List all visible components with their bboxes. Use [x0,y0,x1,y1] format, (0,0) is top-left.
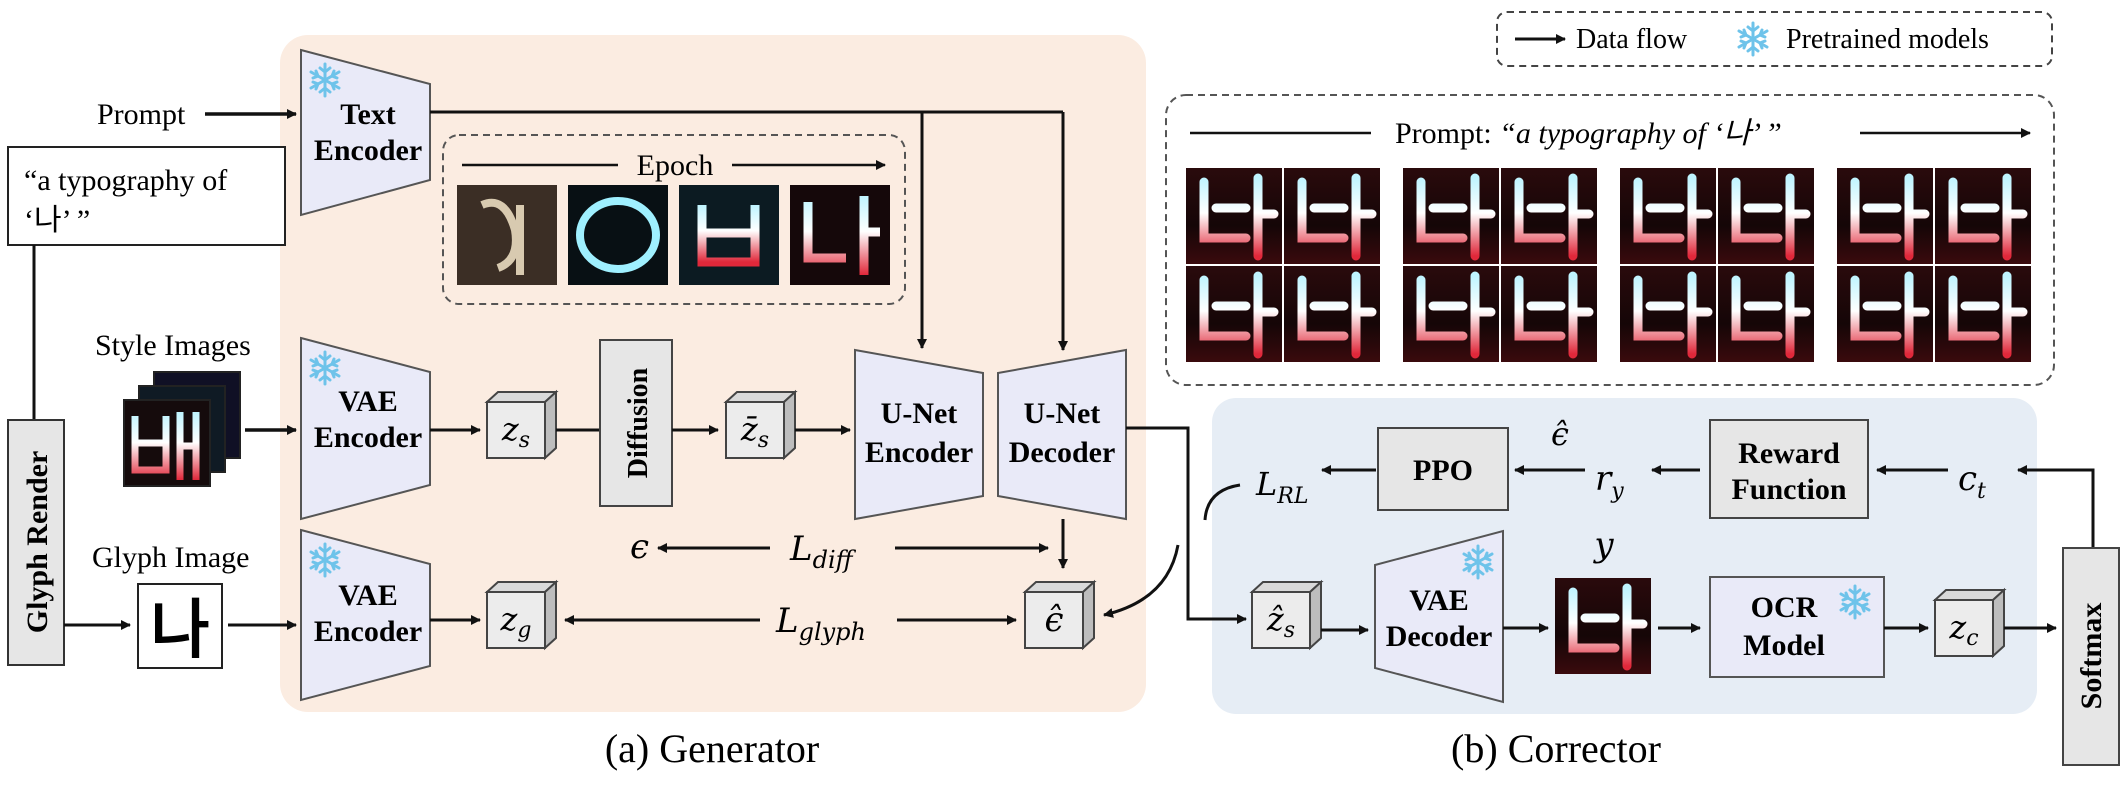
text-encoder-label-2: Encoder [314,134,422,167]
vae-decoder-label-2: Decoder [1386,620,1493,653]
l-rl-label: LRL [1255,465,1308,509]
legend-data-flow: Data flow [1576,24,1688,55]
z-g-cube [484,579,559,651]
c-t-label: ct [1958,459,1986,504]
epoch-box [442,134,906,305]
ocr-label-1: OCR [1751,591,1818,624]
epsilon-label: ϵ [630,527,649,567]
unet-decoder-block [997,348,1127,521]
style-images-stack [123,371,241,487]
legend-pretrained: Pretrained models [1786,24,1989,55]
z-hat-s-cube [1249,579,1324,651]
glyph-image-box [137,583,223,669]
vae-encoder-top-label-2: Encoder [314,421,422,454]
unet-encoder-label-1: U-Net [881,397,958,430]
vae-encoder-top-label-1: VAE [338,385,397,418]
corrector-caption: (b) Corrector [1451,726,1661,771]
vae-encoder-bottom-block [300,528,431,702]
glyph-image-label: Glyph Image [92,541,249,574]
epoch-samples [457,185,890,285]
vae-decoder-block [1374,529,1504,704]
z-s-label: zs [501,410,530,453]
z-c-cube [1932,587,2007,659]
z-c-label: zc [1948,608,1978,651]
unet-decoder-label-2: Decoder [1009,436,1116,469]
reward-function-box [1709,419,1869,519]
softmax-label: Softmax [2075,603,2108,710]
l-glyph-label: Lglyph [775,601,866,646]
ocr-label-2: Model [1743,629,1825,662]
corrector-prompt: Prompt: “a typography of ‘나’ ” [1395,117,1782,150]
diffusion-label: Diffusion [623,367,654,478]
z-g-label: zg [500,600,532,643]
vae-encoder-bottom-label-2: Encoder [314,615,422,648]
z-hat-s-label: ẑs [1266,600,1295,643]
softmax-box [2062,547,2120,766]
vae-decoder-label-1: VAE [1409,584,1468,617]
ppo-label: PPO [1413,454,1473,487]
glyph-image-char: 나 [151,594,210,668]
text-encoder-block [300,48,431,217]
epsilon-hat-cube [1022,579,1097,651]
unet-encoder-label-2: Encoder [865,436,973,469]
vae-encoder-top-block [300,336,431,521]
prompt-text-line2: ‘나’ ” [24,204,90,237]
unet-decoder-label-1: U-Net [1024,397,1101,430]
corrector-samples-box [1165,94,2055,386]
legend: Data flow Pretrained models [1496,11,2053,67]
glyph-render-box [7,419,65,666]
vae-encoder-bottom-label-1: VAE [338,579,397,612]
z-bar-s-cube [723,389,798,461]
glyph-render-label: Glyph Render [21,451,54,634]
snowflake-icon [1737,21,1769,57]
r-y-label: ry [1595,459,1624,504]
style-images-label: Style Images [95,329,251,362]
reward-label-2: Function [1731,473,1846,506]
diffusion-box [599,339,673,507]
output-sample-image [1555,578,1651,674]
generator-caption: (a) Generator [605,726,819,771]
corrector-sample-grid [1186,168,2031,362]
ppo-box [1377,427,1509,511]
text-encoder-label-1: Text [340,98,396,131]
z-bar-s-label: z̄s [740,410,769,453]
l-diff-label: Ldiff [789,529,857,574]
z-s-cube [484,389,559,461]
prompt-text-box [7,146,286,246]
epsilon-hat-label: ϵ̂ [1044,600,1063,640]
prompt-label: Prompt [97,98,186,131]
reward-label-1: Reward [1738,437,1840,470]
y-label: y [1592,525,1614,565]
prompt-text-line1: “a typography of [24,164,227,197]
epoch-label: Epoch [637,149,714,182]
unet-encoder-block [854,348,984,521]
eps-hat-corrector-label: ϵ̂ [1551,415,1569,453]
